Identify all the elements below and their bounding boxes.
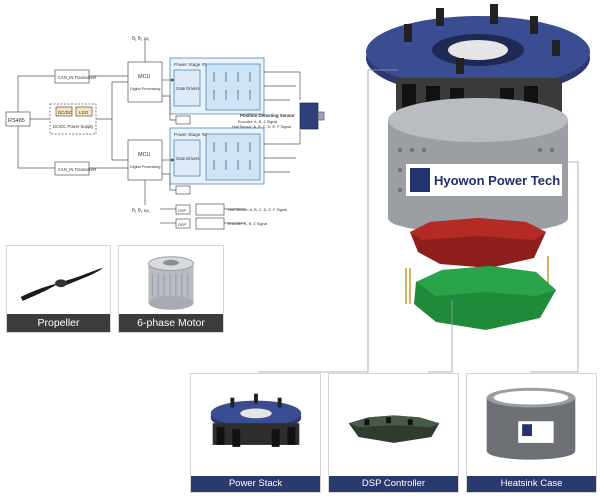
can-bottom-label: CAN_IN Transceiver: [58, 167, 97, 172]
mcu-bottom-sub: Digital Processing: [130, 165, 160, 169]
pos-sensor-line1: Encoder: A, B, Z Signal: [238, 120, 277, 124]
gate-1-label: Gate Drivers: [176, 86, 200, 91]
enc-process-box: [195, 217, 225, 230]
heatsink-case-card: Heatsink Case: [466, 373, 597, 493]
bottom-signals: θ₁ θ₂ ω₁: [132, 208, 150, 214]
heatsink-case-caption: Heatsink Case: [467, 476, 596, 492]
motor-image: [119, 246, 223, 315]
dsp-controller-image: [329, 374, 458, 477]
dsp-controller-card: DSP Controller: [328, 373, 459, 493]
exploded-product-render: Hyowon Power Tech: [366, 4, 590, 330]
adc-block-1: [175, 115, 191, 125]
mcu-top-block: [127, 61, 163, 103]
mcu-bottom-label: MCU: [138, 152, 151, 158]
propeller-caption: Propeller: [7, 314, 110, 332]
dsp-box-2-label: DSP: [178, 222, 187, 227]
power-stack-caption: Power Stack: [191, 476, 320, 492]
stage-1-label: Power Stage #1: [174, 62, 207, 67]
mcu-top-label: MCU: [138, 74, 151, 80]
motor-caption: 6-phase Motor: [119, 314, 223, 332]
gate-driver-1: [173, 69, 201, 107]
dcdc-block: [55, 106, 73, 117]
pos-sensor-title: Position Detecting Sensor: [240, 113, 295, 118]
dsp-controller-caption: DSP Controller: [329, 476, 458, 492]
adc-block-2: [175, 185, 191, 195]
can-transceiver-top: [54, 69, 90, 84]
inverter-2: [205, 133, 261, 181]
pos-sensor-line2: Hall Sensor: A, B, C, D, E, F Signal: [232, 125, 291, 129]
hall-process-box: [195, 203, 225, 216]
dsp-box-2: [175, 218, 191, 229]
heatsink-case-image: [467, 374, 596, 477]
motor-card: 6-phase Motor: [118, 245, 224, 333]
power-stack-card: Power Stack: [190, 373, 321, 493]
inverter-1: [205, 63, 261, 111]
mcu-bottom-block: [127, 139, 163, 181]
ldo-label: LDO: [79, 110, 89, 115]
gate-driver-2: [173, 139, 201, 177]
can-top-label: CAN_IN Transceiver: [58, 75, 97, 80]
dsp-box-1: [175, 204, 191, 215]
dsp-box-1-label: DSP: [178, 208, 187, 213]
can-transceiver-bottom: [54, 161, 90, 176]
ldo-block: [75, 106, 93, 117]
propeller-card: Propeller: [6, 245, 111, 333]
motor-symbol: [299, 102, 319, 130]
gate-2-label: Gate Drivers: [176, 156, 200, 161]
mcu-top-sub: Digital Processing: [130, 87, 160, 91]
dcdc-label: DC/DC: [58, 110, 73, 115]
power-stack-image: [191, 374, 320, 477]
propeller-image: [7, 246, 110, 315]
rs485-label: RS485: [8, 118, 25, 124]
stage-2-label: Power Stage #2: [174, 132, 207, 137]
brand-text: Hyowon Power Tech: [434, 173, 560, 188]
enc-signal-label: Encoder: A, B, Z Signal: [228, 222, 267, 226]
power-supply-label: DC/DC Power Supply: [53, 124, 94, 129]
block-diagram: RS485 CAN_IN Transceiver CAN_IN Transcei…: [5, 36, 325, 230]
hall-signal-label: Hall Sensor: A, B, C, D, E, F Signal: [228, 208, 287, 212]
top-signals: θ₁ θ₂ ω₁: [132, 36, 150, 42]
